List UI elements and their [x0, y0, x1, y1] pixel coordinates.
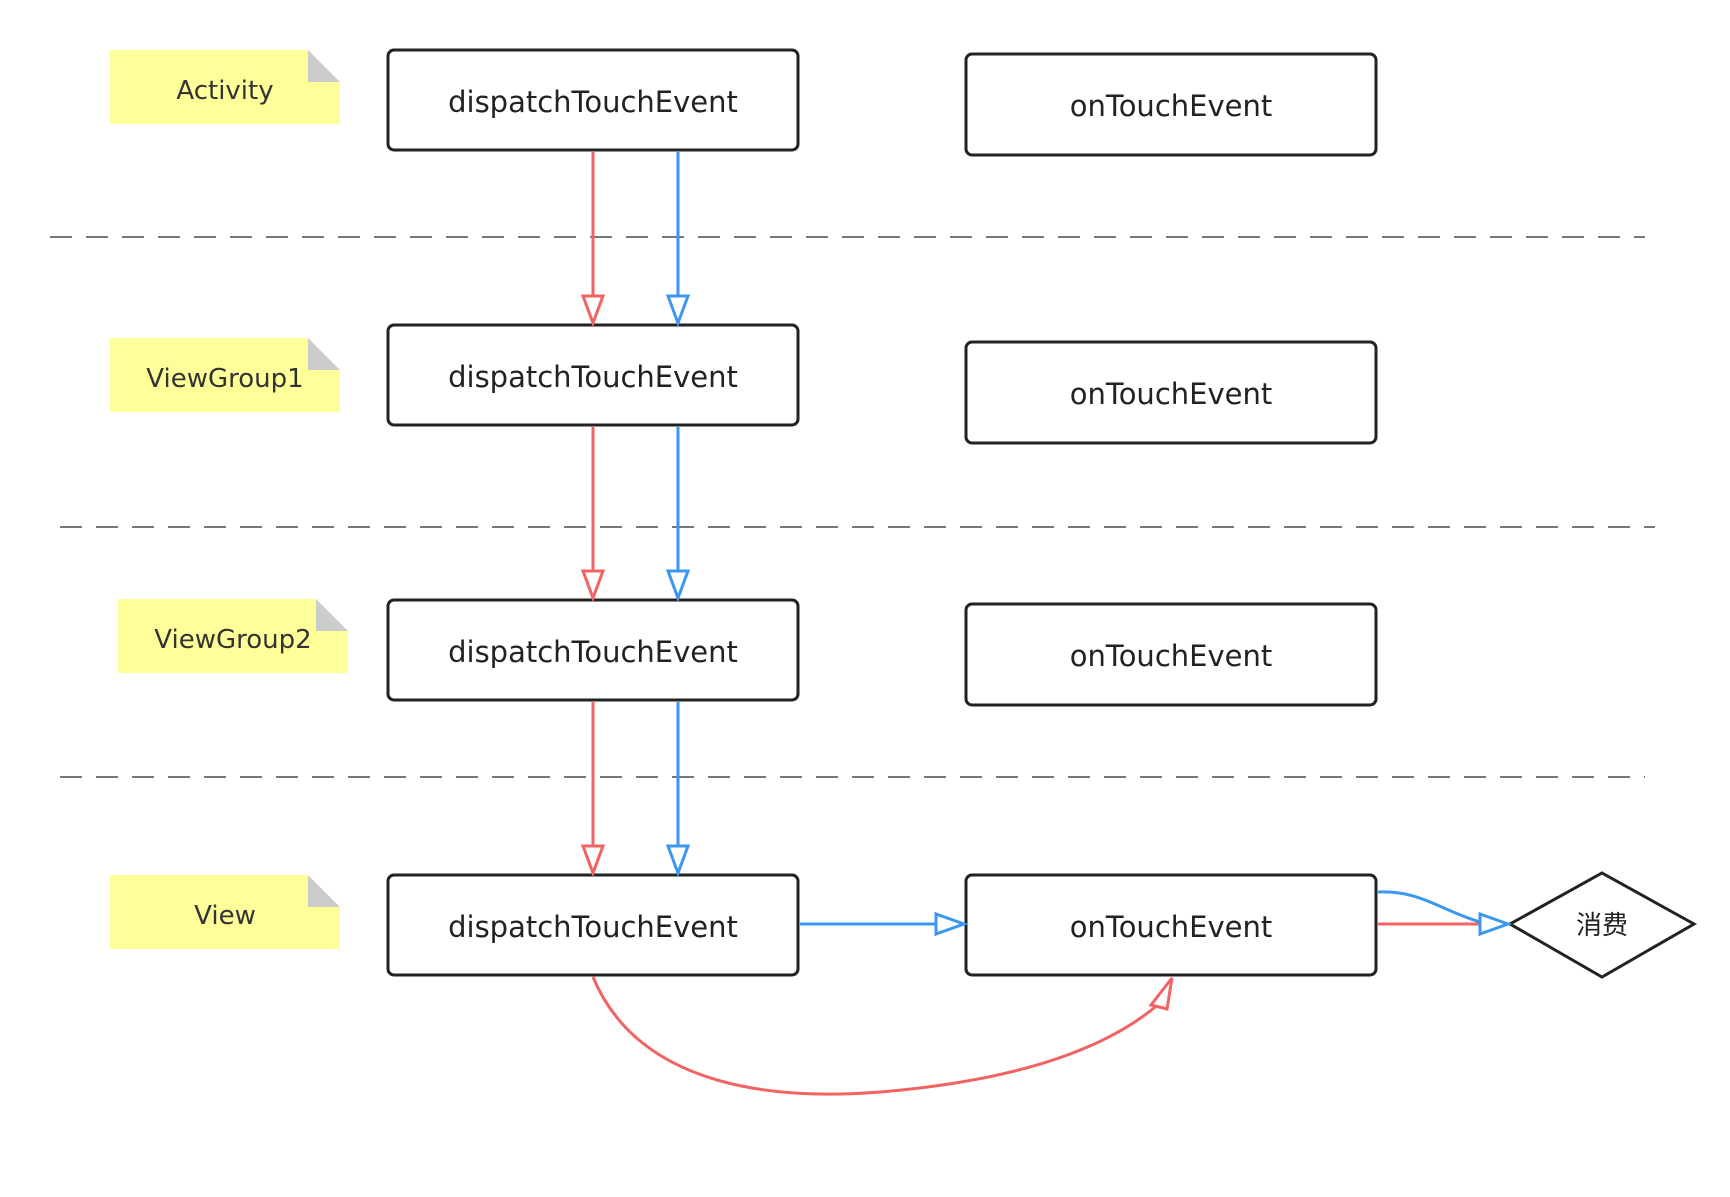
- ontouch-box-activity: onTouchEvent: [964, 52, 1378, 157]
- note-label: Activity: [176, 76, 273, 106]
- ontouch-label: onTouchEvent: [1070, 89, 1272, 123]
- blue-arrow-dispatch-to-ontouch: [800, 911, 969, 937]
- dispatch-label: dispatchTouchEvent: [448, 360, 738, 394]
- ontouch-box-viewgroup1: onTouchEvent: [964, 340, 1378, 445]
- consume-diamond: 消费: [1506, 871, 1698, 979]
- blue-arrow-viewgroup2-to-view: [665, 702, 691, 878]
- note-viewgroup1: ViewGroup1: [110, 338, 340, 412]
- blue-arrow-viewgroup1-to-viewgroup2: [665, 427, 691, 603]
- dispatch-label: dispatchTouchEvent: [448, 85, 738, 119]
- note-label: ViewGroup2: [154, 625, 311, 655]
- dispatch-box-activity: dispatchTouchEvent: [386, 48, 800, 152]
- dispatch-label: dispatchTouchEvent: [448, 635, 738, 669]
- blue-arrow-ontouch-to-consume: [1377, 890, 1513, 937]
- dispatch-box-viewgroup1: dispatchTouchEvent: [386, 323, 800, 427]
- red-arrow-viewgroup2-to-view: [580, 702, 606, 878]
- note-label: View: [194, 901, 256, 931]
- ontouch-label: onTouchEvent: [1070, 377, 1272, 411]
- note-view: View: [110, 875, 340, 949]
- note-label: ViewGroup1: [146, 364, 303, 394]
- red-arrow-activity-to-viewgroup1: [580, 152, 606, 328]
- dispatch-box-viewgroup2: dispatchTouchEvent: [386, 598, 800, 702]
- note-activity: Activity: [110, 50, 340, 124]
- dispatch-label: dispatchTouchEvent: [448, 910, 738, 944]
- dispatch-box-view: dispatchTouchEvent: [386, 873, 800, 977]
- ontouch-label: onTouchEvent: [1070, 639, 1272, 673]
- blue-arrow-activity-to-viewgroup1: [665, 152, 691, 328]
- ontouch-box-viewgroup2: onTouchEvent: [964, 602, 1378, 707]
- consume-label: 消费: [1576, 911, 1628, 941]
- red-arrow-viewgroup1-to-viewgroup2: [580, 427, 606, 603]
- note-viewgroup2: ViewGroup2: [118, 599, 348, 673]
- ontouch-box-view: onTouchEvent: [964, 873, 1378, 977]
- red-curve-arrow-dispatch-to-ontouch: [591, 976, 1174, 1096]
- ontouch-label: onTouchEvent: [1070, 910, 1272, 944]
